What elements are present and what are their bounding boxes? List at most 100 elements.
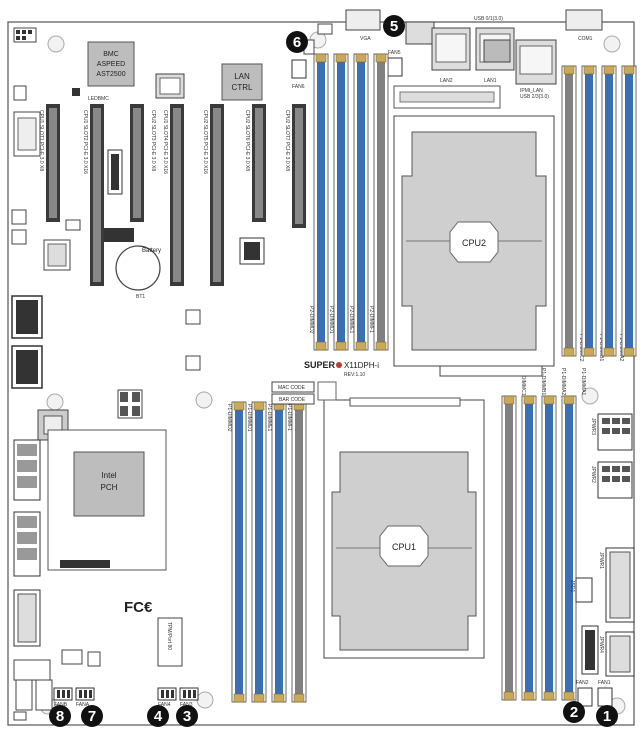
pcie-slot-2: CPU1 SLOT2 PCI-E 3.0 X16 [82, 104, 104, 286]
cmos-battery: Battery BT1 [115, 245, 161, 300]
dimm-cpu2-right-1: P2-DIMMC2 [561, 65, 584, 362]
mac-code: MAC CODE [278, 385, 306, 391]
cpu2-socket: CPU2 [393, 115, 555, 377]
svg-text:FAN2: FAN2 [576, 680, 589, 686]
dimm-cpu2-right-2: P2-DIMMB1 [581, 65, 604, 361]
dimm-cpu2-right-4: P2-DIMMA1 [621, 65, 640, 361]
callout-3: 3 [176, 705, 198, 727]
dimm-cpu1-left-2-label: P1-DIMMD1 [246, 404, 252, 432]
fan-callouts: 1 2 3 4 5 6 7 8 [49, 15, 618, 727]
svg-text:FAN4: FAN4 [158, 702, 171, 708]
dimm-cpu1-right-4: P1-DIMMA1 [561, 368, 586, 701]
callout-8: 8 [49, 705, 71, 727]
svg-text:BT1: BT1 [136, 294, 145, 300]
callout-number-8: 8 [56, 708, 64, 725]
bar-code: BAR CODE [279, 397, 306, 403]
lpc-header [104, 228, 134, 242]
svg-text:CPU1 SLOT2 PCI-E 3.0 X16: CPU1 SLOT2 PCI-E 3.0 X16 [82, 110, 88, 174]
dimm-cpu1-right-3: P1-DIMMA2 [541, 368, 566, 701]
svg-text:CPU2 SLOT3 PCI-E 3.0 X8: CPU2 SLOT3 PCI-E 3.0 X8 [150, 110, 156, 171]
fan-header-fan5 [387, 57, 403, 77]
usb-top-connector [405, 21, 435, 45]
bmc-chip: BMC ASPEED AST2500 [87, 41, 135, 87]
cpu1-socket: CPU1 [323, 397, 485, 659]
svg-text:LAN: LAN [234, 72, 250, 81]
pcie-slots: CPU1 SLOT1 PCI-E 3.0 X8 CPU1 SLOT2 PCI-E… [38, 104, 306, 286]
fan-header-fan2 [577, 687, 593, 707]
brand-super: SUPER [304, 360, 336, 370]
svg-text:FAN1: FAN1 [598, 680, 611, 686]
svg-text:Battery: Battery [142, 248, 161, 254]
svg-text:BMC: BMC [103, 51, 119, 58]
lan2-label: LAN2 [440, 78, 453, 84]
callout-number-1: 1 [603, 708, 611, 725]
intel-pch: Intel PCH [47, 429, 167, 571]
callout-5: 5 [383, 15, 405, 37]
svg-text:FANA: FANA [76, 702, 90, 708]
svg-text:CPU2 SLOT5 PCI-E 3.0 X16: CPU2 SLOT5 PCI-E 3.0 X16 [202, 110, 208, 174]
dimm-cpu1-left-1: P1-DIMMD2 [226, 401, 247, 703]
dimm-cpu1-right-2: P1-DIMMB1 [521, 368, 546, 701]
callout-7: 7 [81, 705, 103, 727]
usb-top-label: USB 0/1(3.0) [474, 16, 503, 22]
pcie-slot-4: CPU1 SLOT4 PCI-E 3.0 X16 [162, 104, 184, 286]
svg-text:JPWR2: JPWR2 [590, 466, 596, 483]
svg-text:PCH: PCH [101, 483, 118, 492]
dimm-cpu2-right-1-label: P2-DIMMC2 [578, 334, 584, 362]
callout-2: 2 [563, 701, 585, 723]
pcie-slot-5: CPU2 SLOT5 PCI-E 3.0 X16 [202, 104, 224, 286]
ipmi-lan-label: IPMI_LAN [520, 88, 543, 94]
svg-text:CTRL: CTRL [232, 83, 253, 92]
dimm-cpu1-right-2-label: P1-DIMMB1 [540, 368, 546, 395]
dimm-cpu2-left-3-label: P2-DIMME1 [348, 306, 354, 333]
tpm-header [157, 617, 183, 667]
dimm-cpu1-left-4-label: P1-DIMMF1 [286, 404, 292, 431]
callout-number-5: 5 [390, 18, 398, 35]
svg-text:FAN6: FAN6 [292, 84, 305, 90]
usb-ipmi-label: USB 2/3(3.0) [520, 94, 549, 100]
dimm-cpu2-right-4-label: P2-DIMMA1 [638, 334, 640, 361]
dimm-cpu1-right-1: P1-DIMMC1 [501, 368, 526, 701]
svg-text:Intel: Intel [101, 471, 116, 480]
callout-6: 6 [286, 31, 308, 53]
svg-text:JPWR4: JPWR4 [598, 636, 604, 653]
dimm-cpu1-left-3-label: P1-DIMME1 [266, 404, 272, 431]
jsd1-connector [575, 577, 593, 603]
svg-text:FAN5: FAN5 [388, 50, 401, 56]
callout-number-7: 7 [88, 708, 96, 725]
svg-text:JPWR1: JPWR1 [598, 552, 604, 569]
callout-number-4: 4 [154, 708, 163, 725]
dimm-cpu1-left-3: P1-DIMME1 [266, 401, 287, 703]
revision-label: REV:1.10 [344, 372, 365, 378]
svg-text:JSD1: JSD1 [569, 580, 575, 592]
svg-text:CPU1: CPU1 [392, 542, 416, 552]
callout-number-3: 3 [183, 708, 191, 725]
dimm-cpu1-left-1-label: P1-DIMMD2 [226, 404, 232, 432]
dimm-cpu2-left-3: P2-DIMME1 [348, 53, 369, 351]
dimm-cpu2-right-3-label: P2-DIMMA2 [618, 334, 624, 361]
dimm-cpu2-right-3: P2-DIMMA2 [601, 65, 624, 361]
dimm-cpu2-right-2-label: P2-DIMMB1 [598, 334, 604, 361]
svg-text:TPM/Port 80: TPM/Port 80 [166, 622, 172, 650]
dimm-cpu2-left-4-label: P2-DIMMF1 [368, 306, 374, 333]
dimm-cpu2-left-1-label: P2-DIMMD2 [308, 306, 314, 334]
vga-label: VGA [360, 36, 371, 42]
fan-headers: FANB FANA FAN4 FAN3 FAN2 FAN1 FAN5 FAN6 [53, 50, 613, 708]
svg-text:CPU2 SLOT7 PCI-E 3.0 X8: CPU2 SLOT7 PCI-E 3.0 X8 [284, 110, 290, 171]
jumper-jwd [185, 355, 201, 371]
pcie-slot-7: CPU2 SLOT7 PCI-E 3.0 X8 [284, 104, 306, 228]
callout-4: 4 [147, 705, 169, 727]
svg-text:CPU1 SLOT1 PCI-E 3.0 X8: CPU1 SLOT1 PCI-E 3.0 X8 [38, 110, 44, 171]
callout-number-2: 2 [570, 704, 578, 721]
top-io-connectors: VGA LAN2 LAN1 USB 0/1(3.0) IPMI_LAN USB … [345, 9, 603, 109]
board-branding: SUPER X11DPH-i REV:1.10 MAC CODE BAR COD… [271, 360, 379, 405]
jumper-jbt [185, 309, 201, 325]
svg-text:FAN3: FAN3 [180, 702, 193, 708]
fan-header-fan1 [597, 687, 613, 707]
dimm-cpu2-left-4: P2-DIMMF1 [368, 53, 389, 351]
svg-text:CPU2: CPU2 [462, 238, 486, 248]
com1-connector [565, 9, 603, 31]
svg-text:ASPEED: ASPEED [97, 61, 125, 68]
dimm-cpu1-right-3-label: P1-DIMMA2 [560, 368, 566, 395]
